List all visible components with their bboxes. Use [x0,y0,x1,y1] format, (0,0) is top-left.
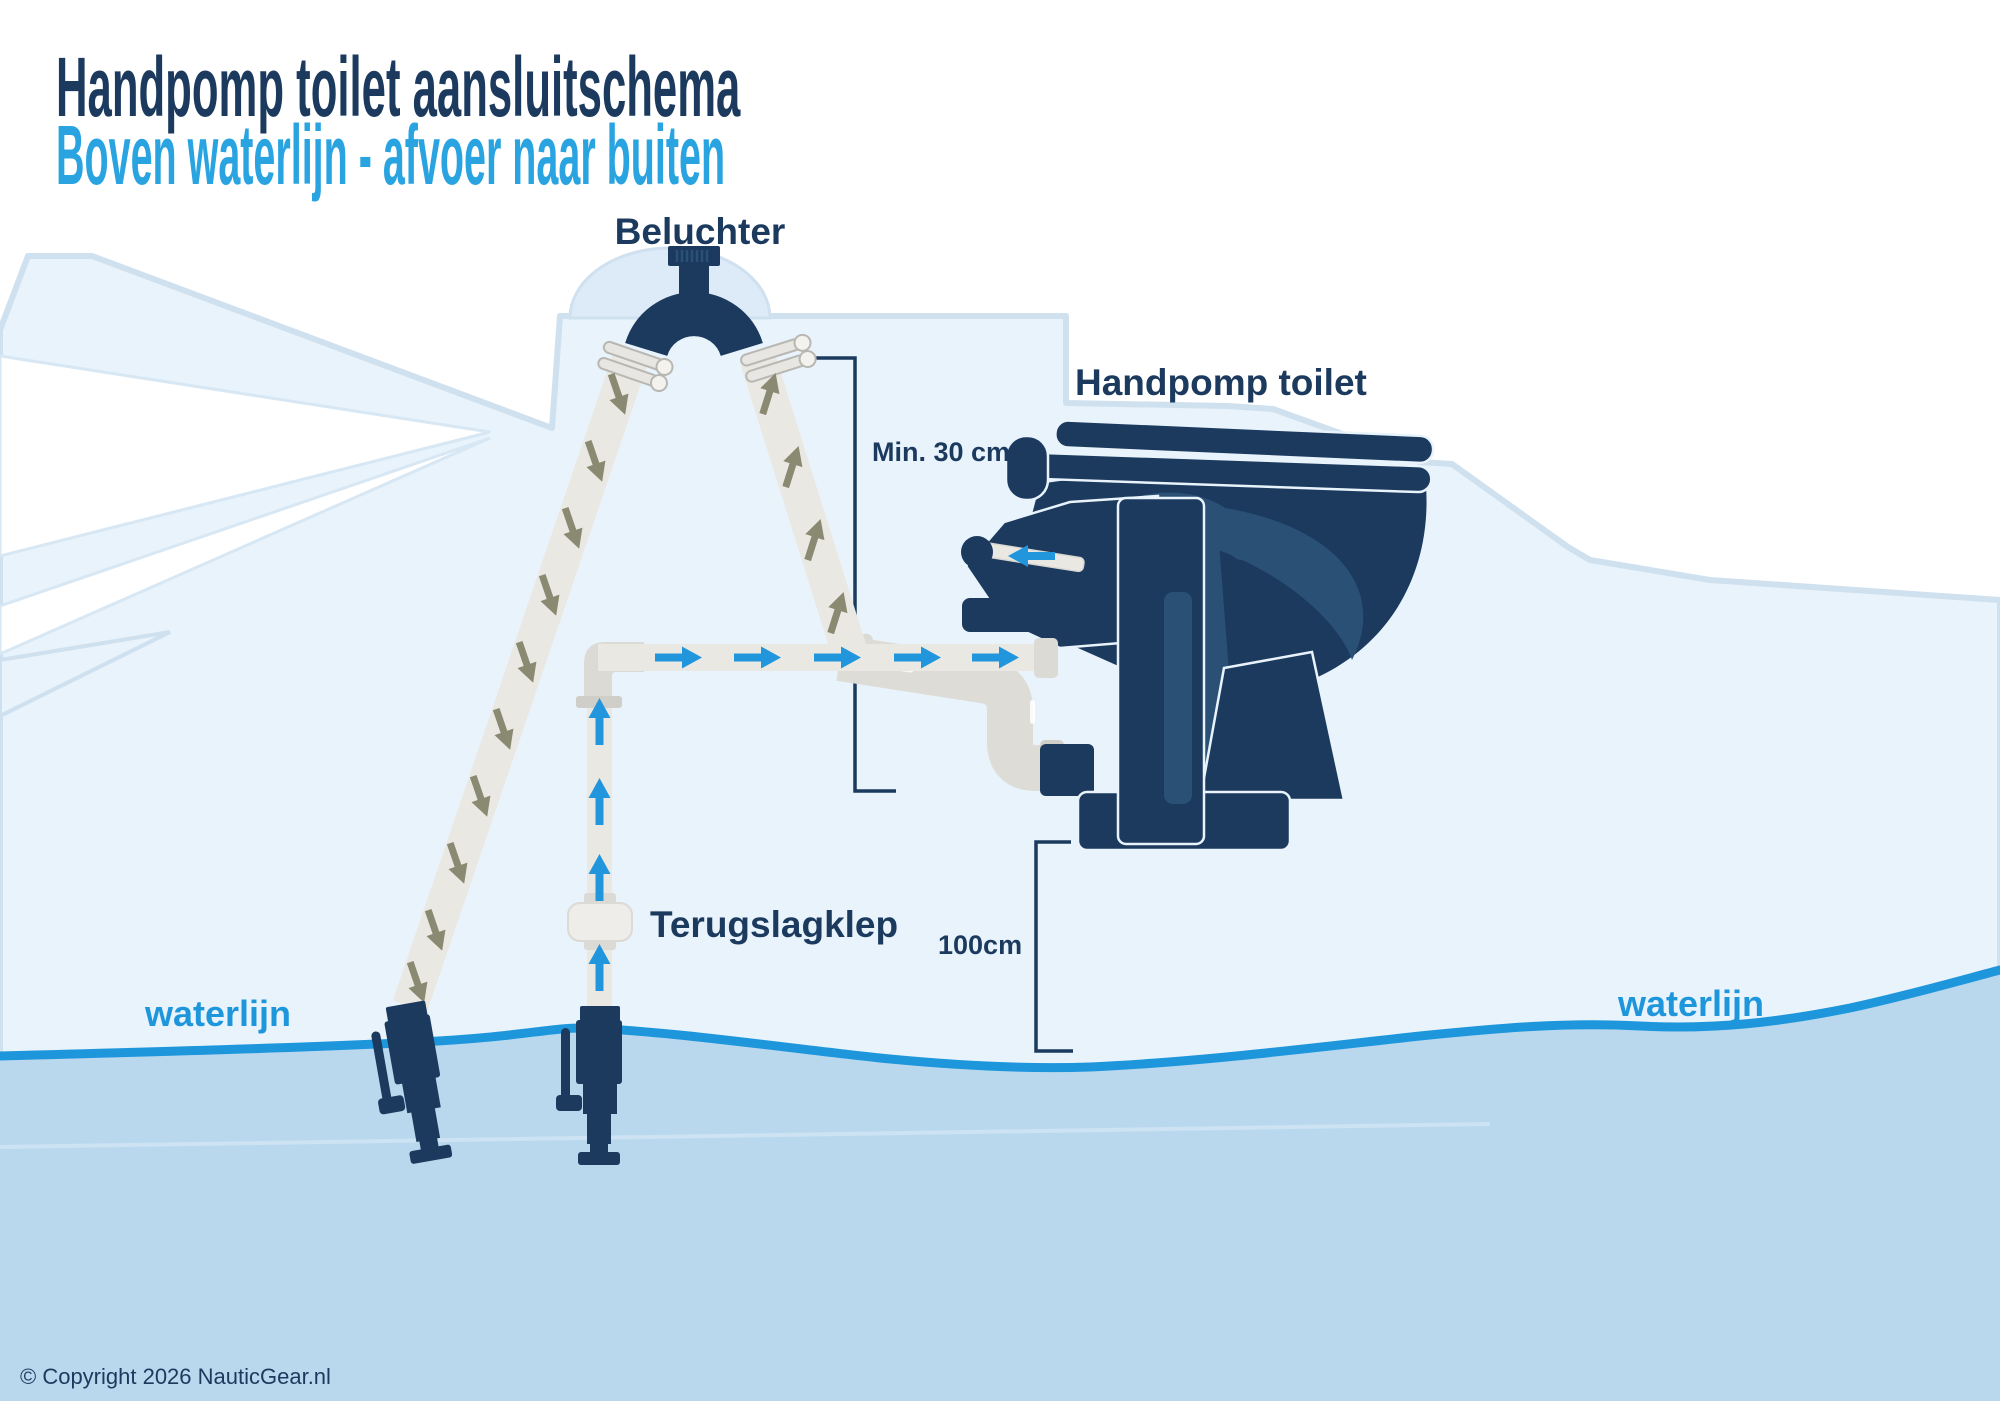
flow-right-arrow-icon [655,646,702,669]
flow-up-arrow-icon [804,519,825,562]
flow-right-arrow-icon [894,646,941,669]
vent-cap-ticks [675,250,709,262]
bow-gap-1 [0,354,491,558]
toilet-lid [1054,419,1435,465]
vent-stem [679,264,709,298]
seacock-handle[interactable] [561,1028,570,1100]
hose-clamp-left [597,340,674,393]
flow-up-arrow-icon [588,944,611,991]
toilet-pedestal [1198,650,1346,802]
flow-up-arrow-icon [759,373,780,416]
flow-up-arrow-icon [588,698,611,745]
flow-down-arrow-icon [492,708,514,750]
flow-up-arrow-icon [827,592,848,635]
handpump-toilet [961,419,1435,852]
flow-right-arrow-icon [734,646,781,669]
label-min-height: Min. 30 cm [872,437,1010,467]
seat-hinge [1004,434,1050,502]
keel-line [0,1122,1491,1149]
seacock-handle[interactable] [371,1031,392,1103]
water-fill [0,970,2000,1401]
vented-loop-arch [625,292,763,357]
100cm-bracket [1034,840,1073,1053]
flow-down-arrow-icon [424,909,446,951]
intake-flow-arrows [588,646,1019,991]
min-30cm-bracket [812,356,896,793]
page-title: Handpomp toilet aansluitschema [56,41,741,135]
flow-down-arrow-icon [469,775,491,817]
titles: Handpomp toilet aansluitschema Boven wat… [56,41,741,202]
discharge-flow-arrows [406,373,848,1003]
page-subtitle: Boven waterlijn - afvoer naar buiten [56,108,725,201]
intake-pipe-end-collar [1034,638,1058,678]
bowl-inner-accent [1171,505,1364,660]
flow-down-arrow-icon [607,373,629,415]
flow-right-arrow-icon [814,646,861,669]
pipe-highlight-2 [1030,700,1035,724]
label-check-valve: Terugslagklep [650,904,898,945]
pump-handle-knob[interactable] [961,536,993,568]
label-toilet: Handpomp toilet [1075,362,1367,403]
flow-down-arrow-icon [561,507,583,549]
flow-down-arrow-icon [446,842,468,884]
handle-motion-arrow-icon [1008,545,1055,567]
flow-down-arrow-icon [538,574,560,616]
copyright-notice: © Copyright 2026 NauticGear.nl [20,1364,331,1389]
label-depth: 100cm [938,930,1022,960]
flow-up-arrow-icon [782,446,803,489]
hose-clamp-right [740,333,817,383]
pump-bracket-foot [1040,744,1094,796]
label-vented-loop: Beluchter [615,211,786,252]
flow-down-arrow-icon [515,641,537,683]
discharge-pipe-run [836,635,1059,791]
flow-up-arrow-icon [588,854,611,901]
seacock-discharge [371,1000,453,1164]
bow-stripe [0,630,171,719]
flow-right-arrow-icon [972,646,1019,669]
flow-up-arrow-icon [588,778,611,825]
pump-bracket-arm [962,598,1062,632]
flow-down-arrow-icon [406,961,428,1003]
check-valve-body [567,902,633,942]
label-waterline-right: waterlijn [1617,983,1764,1024]
bow-gap-2 [0,436,491,656]
flow-down-arrow-icon [584,440,606,482]
label-waterline-left: waterlijn [144,993,291,1034]
seacock-intake [556,1006,622,1165]
pump-cylinder-stripe [1164,592,1192,804]
